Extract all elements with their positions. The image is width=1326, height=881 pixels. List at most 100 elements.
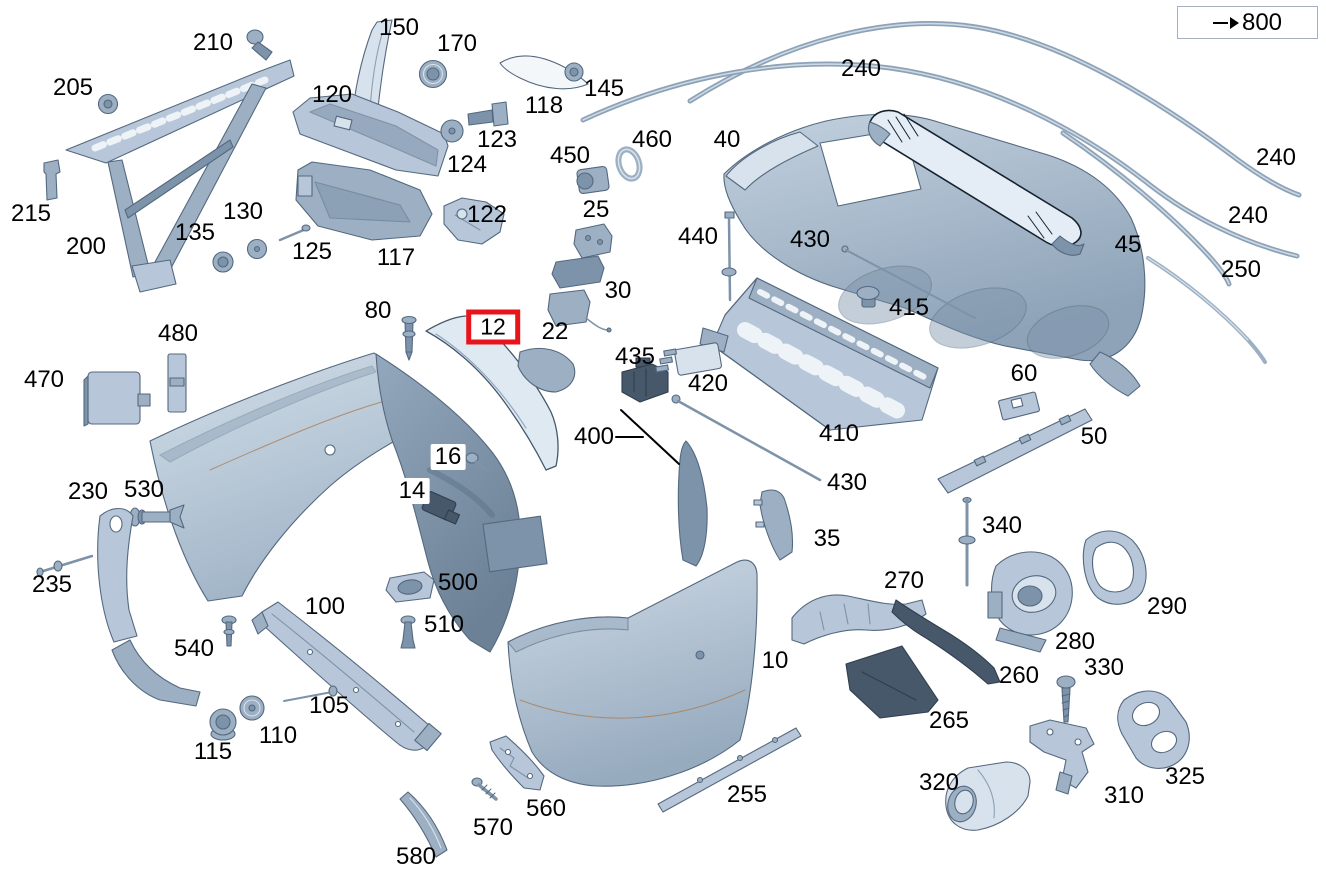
callout-570[interactable]: 570: [472, 814, 514, 841]
part-tip-frame-325: [1117, 690, 1190, 769]
callout-10[interactable]: 10: [761, 647, 789, 674]
callout-250[interactable]: 250: [1220, 256, 1262, 283]
callout-22[interactable]: 22: [541, 318, 569, 345]
callout-240[interactable]: 240: [1255, 144, 1297, 171]
part-ring-460: [615, 146, 643, 182]
callout-260[interactable]: 260: [998, 662, 1040, 689]
callout-118[interactable]: 118: [524, 92, 564, 119]
callout-30[interactable]: 30: [604, 277, 632, 304]
callout-325[interactable]: 325: [1164, 763, 1206, 790]
part-rivet-510: [400, 615, 416, 649]
callout-265[interactable]: 265: [928, 707, 970, 734]
callout-470[interactable]: 470: [23, 366, 65, 393]
callout-170[interactable]: 170: [436, 30, 478, 57]
callout-205[interactable]: 205: [52, 74, 94, 101]
callout-540[interactable]: 540: [173, 635, 215, 662]
callout-117[interactable]: 117: [376, 244, 416, 271]
part-washer-124: [440, 119, 464, 143]
part-bracket-270: [791, 594, 927, 645]
callout-16[interactable]: 16: [430, 444, 466, 470]
callout-105[interactable]: 105: [308, 692, 350, 719]
callout-35[interactable]: 35: [813, 525, 841, 552]
part-module-420: [655, 342, 722, 376]
part-grommet-205: [97, 93, 119, 115]
callout-460[interactable]: 460: [631, 126, 673, 153]
part-corner-fin: [677, 440, 708, 567]
callout-80[interactable]: 80: [364, 297, 392, 324]
reference-link-800[interactable]: 800: [1177, 6, 1318, 39]
callout-530[interactable]: 530: [123, 476, 165, 503]
part-washer-130: [246, 238, 268, 260]
part-connector-435: [621, 357, 669, 403]
callout-280[interactable]: 280: [1054, 628, 1096, 655]
callout-124[interactable]: 124: [446, 151, 488, 178]
part-screw-16: [465, 452, 488, 472]
callout-440[interactable]: 440: [677, 223, 719, 250]
callout-290[interactable]: 290: [1146, 593, 1188, 620]
callout-123[interactable]: 123: [476, 126, 518, 153]
callout-310[interactable]: 310: [1103, 782, 1145, 809]
callout-50[interactable]: 50: [1080, 423, 1108, 450]
callout-130[interactable]: 130: [222, 198, 264, 225]
callout-340[interactable]: 340: [981, 512, 1023, 539]
callout-240[interactable]: 240: [1227, 202, 1269, 229]
callout-235[interactable]: 235: [31, 571, 73, 598]
part-bracket-22: [547, 289, 612, 333]
part-trim-ring-290: [1082, 530, 1147, 605]
part-pin-125: [278, 224, 311, 242]
callout-255[interactable]: 255: [726, 781, 768, 808]
callout-270[interactable]: 270: [883, 567, 925, 594]
callout-400[interactable]: 400: [573, 423, 615, 450]
callout-145[interactable]: 145: [583, 75, 625, 102]
callout-430[interactable]: 430: [826, 469, 868, 496]
callout-240[interactable]: 240: [840, 55, 882, 82]
part-washer-170: [418, 59, 448, 89]
callout-480[interactable]: 480: [157, 320, 199, 347]
part-nut-115: [209, 708, 237, 741]
part-release-cable-430-upper: [841, 245, 976, 319]
part-trim-strips-240: [580, 21, 1302, 287]
arrow-right-icon: [1229, 16, 1239, 29]
callout-110[interactable]: 110: [258, 722, 298, 749]
callout-200[interactable]: 200: [65, 233, 107, 260]
callout-12[interactable]: 12: [466, 309, 520, 345]
part-diffuser-40: [723, 113, 1146, 397]
callout-420[interactable]: 420: [687, 370, 729, 397]
callout-210[interactable]: 210: [192, 29, 234, 56]
callout-60[interactable]: 60: [1010, 360, 1038, 387]
part-mount-bracket-117: [295, 161, 433, 241]
callout-120[interactable]: 120: [311, 81, 353, 108]
callout-500[interactable]: 500: [437, 569, 479, 596]
callout-100[interactable]: 100: [304, 593, 346, 620]
part-exhaust-tip-320: [945, 761, 1031, 831]
callout-560[interactable]: 560: [525, 795, 567, 822]
callout-122[interactable]: 122: [466, 201, 508, 228]
callout-320[interactable]: 320: [918, 769, 960, 796]
part-sensor-housing-280: [987, 551, 1073, 653]
callout-330[interactable]: 330: [1083, 654, 1125, 681]
part-spoiler-45: [867, 109, 1085, 256]
part-crossmember-bracket-200: [65, 59, 295, 293]
callout-150[interactable]: 150: [378, 14, 420, 41]
part-rivet-80: [401, 315, 417, 361]
callout-215[interactable]: 215: [10, 200, 52, 227]
callout-14[interactable]: 14: [394, 478, 430, 504]
callout-415[interactable]: 415: [888, 294, 930, 321]
callout-135[interactable]: 135: [174, 219, 216, 246]
callout-230[interactable]: 230: [67, 478, 109, 505]
callout-125[interactable]: 125: [291, 238, 333, 265]
callout-45[interactable]: 45: [1114, 231, 1142, 258]
callout-435[interactable]: 435: [614, 343, 656, 370]
callout-430[interactable]: 430: [789, 226, 831, 253]
callout-580[interactable]: 580: [395, 843, 437, 870]
callout-115[interactable]: 115: [193, 738, 233, 765]
callout-40[interactable]: 40: [713, 126, 741, 153]
callout-510[interactable]: 510: [423, 611, 465, 638]
callout-450[interactable]: 450: [549, 142, 591, 169]
callout-410[interactable]: 410: [818, 420, 860, 447]
part-bracket-310: [1029, 719, 1095, 795]
callout-25[interactable]: 25: [582, 196, 610, 223]
part-cover-flap: [517, 347, 576, 393]
